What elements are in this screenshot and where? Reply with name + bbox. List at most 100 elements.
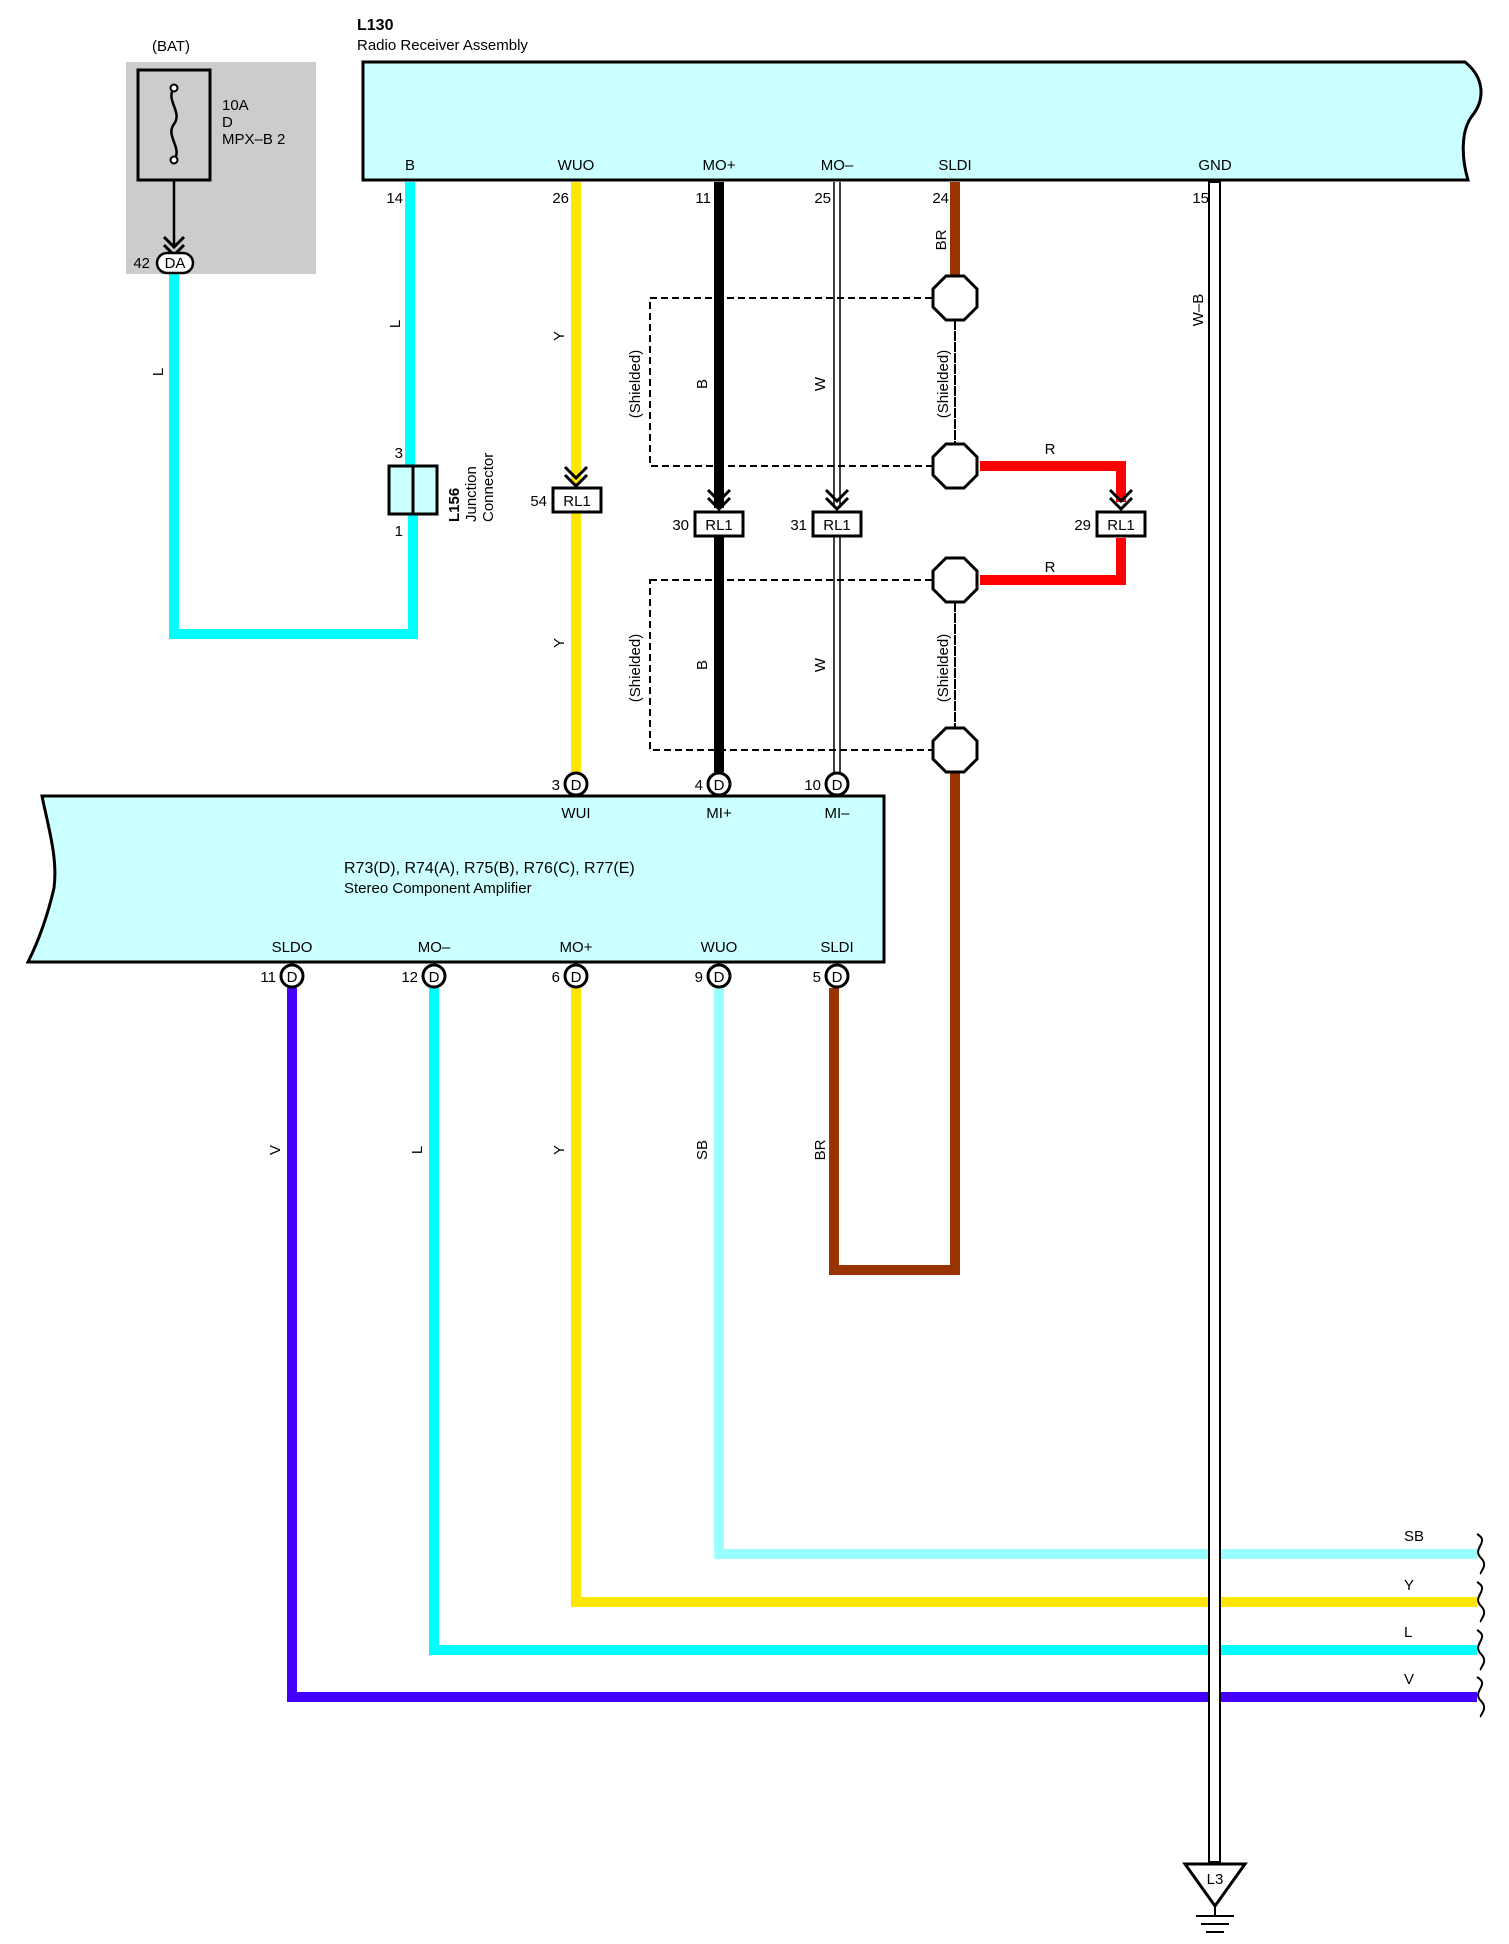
amp-pin-conn: D	[429, 969, 440, 986]
fuse-connector-pin: 42	[133, 255, 150, 272]
relay-name: RL1	[705, 517, 733, 534]
wire-l-fuse-to-junction	[169, 272, 418, 639]
wire-r-upper	[980, 461, 1126, 502]
arrow-icon	[563, 473, 589, 489]
relay-box	[1095, 510, 1147, 538]
amp-pin-conn: D	[832, 777, 843, 794]
amp-pin-conn: D	[287, 969, 298, 986]
wire-label-y: Y	[551, 1145, 568, 1155]
amp-pin-circle	[824, 771, 850, 797]
arrow-icon	[706, 488, 732, 504]
shield-lower: (Shielded) (Shielded)	[627, 556, 979, 774]
amp-pin-num: 11	[260, 969, 276, 986]
wire-label-l: L	[150, 368, 167, 376]
radio-pin-11: 11	[695, 190, 711, 207]
fuse-arrow-icon	[162, 235, 186, 250]
amp-terminal-sldi: SLDI	[820, 939, 853, 956]
arrow-icon	[563, 465, 589, 481]
shield-upper: (Shielded) (Shielded)	[627, 274, 979, 490]
amp-pin-num: 3	[552, 777, 560, 794]
amp-pin-conn: D	[571, 777, 582, 794]
shield-splice-4	[931, 726, 979, 774]
wire-label-r: R	[1045, 441, 1056, 458]
fuse-terminal-bottom	[169, 155, 179, 165]
radio-pin-14: 14	[386, 190, 403, 207]
radio-terminal-gnd: GND	[1198, 157, 1232, 174]
amp-pin-circle	[824, 963, 850, 989]
amp-bottom-pins: D 11 D 12 D 6 D 9 D 5	[260, 963, 850, 989]
fuse-block-letter: D	[222, 114, 233, 131]
fuse-background	[126, 62, 316, 274]
shield-label-upper-left: (Shielded)	[627, 350, 644, 418]
shield-label-upper-right: (Shielded)	[935, 350, 952, 418]
amp-terminal-mo-minus: MO–	[418, 939, 451, 956]
arrow-icon	[1108, 488, 1134, 504]
amp-pin-conn: D	[832, 969, 843, 986]
amp-terminal-sldo: SLDO	[272, 939, 313, 956]
wire-label-br: BR	[933, 229, 950, 250]
wire-l-mo-minus-out	[429, 988, 1477, 1655]
fuse-rating: 10A	[222, 97, 249, 114]
amp-pin-circle	[563, 963, 589, 989]
wire-wb-gnd	[1208, 181, 1221, 1863]
wire-v-sldo-out	[287, 988, 1477, 1702]
wire-label-v: V	[1404, 1671, 1414, 1688]
radio-receiver-assembly: L130 Radio Receiver Assembly B WUO MO+ M…	[357, 17, 1483, 207]
ground-triangle-icon	[1182, 1862, 1248, 1909]
radio-terminal-mo-minus: MO–	[821, 157, 854, 174]
wire-label-y: Y	[551, 331, 568, 341]
wire-label-l: L	[1404, 1624, 1412, 1641]
wire-label-br: BR	[812, 1139, 829, 1160]
relay-pin: 30	[672, 517, 689, 534]
wire-label-wb: W–B	[1190, 294, 1207, 327]
arrow-icon	[706, 496, 732, 512]
amp-terminal-mi-plus: MI+	[706, 805, 732, 822]
amp-pin-circle	[563, 771, 589, 797]
relay-name: RL1	[1107, 517, 1135, 534]
wire-label-l: L	[387, 320, 404, 328]
break-mark-l	[1476, 1629, 1486, 1671]
amp-terminal-mi-minus: MI–	[824, 805, 850, 822]
amp-terminal-wuo: WUO	[701, 939, 738, 956]
radio-terminal-wuo: WUO	[558, 157, 595, 174]
amp-pin-num: 12	[401, 969, 418, 986]
junction-line1: Junction	[463, 466, 480, 522]
amp-pin-num: 5	[813, 969, 821, 986]
wire-label-v: V	[267, 1145, 284, 1155]
junction-connector: 3 1 L156 Junction Connector	[387, 445, 497, 540]
amp-pin-circle	[706, 963, 732, 989]
amp-pin-circle	[421, 963, 447, 989]
arrow-icon	[824, 496, 850, 512]
relay-name: RL1	[563, 493, 591, 510]
wire-label-w: W	[812, 376, 829, 391]
stereo-component-amplifier: R73(D), R74(A), R75(B), R76(C), R77(E) S…	[25, 794, 886, 964]
radio-terminal-sldi: SLDI	[938, 157, 971, 174]
wire-labels: L L Y B W BR R W–B Y B W R V L Y SB BR S…	[150, 229, 1424, 1688]
fuse-icon	[170, 87, 178, 161]
break-mark-sb	[1476, 1533, 1486, 1575]
relay-pin: 31	[790, 517, 807, 534]
fuse-connector: DA 42	[133, 235, 195, 275]
fuse-name: MPX–B 2	[222, 131, 285, 148]
fuse-terminal-top	[169, 83, 179, 93]
relay-box	[811, 510, 863, 538]
relay-pin: 29	[1074, 517, 1091, 534]
arrow-icon	[824, 488, 850, 504]
amp-terminal-mo-plus: MO+	[560, 939, 593, 956]
amp-pin-conn: D	[714, 777, 725, 794]
relay-box	[551, 486, 603, 514]
amp-name: Stereo Component Amplifier	[344, 880, 532, 897]
amp-terminal-wui: WUI	[561, 805, 590, 822]
wire-label-y: Y	[551, 638, 568, 648]
relay-connector-30: RL1 30	[672, 488, 745, 538]
radio-code: L130	[357, 17, 394, 34]
junction-pin-top: 3	[395, 445, 403, 462]
amp-pin-circle	[706, 771, 732, 797]
wire-r-lower	[980, 538, 1126, 585]
relay-connector-54: RL1 54	[530, 465, 603, 514]
wire-label-y: Y	[1404, 1577, 1414, 1594]
shield-splice-2	[931, 442, 979, 490]
amp-codes: R73(D), R74(A), R75(B), R76(C), R77(E)	[344, 860, 635, 877]
wires	[169, 181, 1486, 1863]
